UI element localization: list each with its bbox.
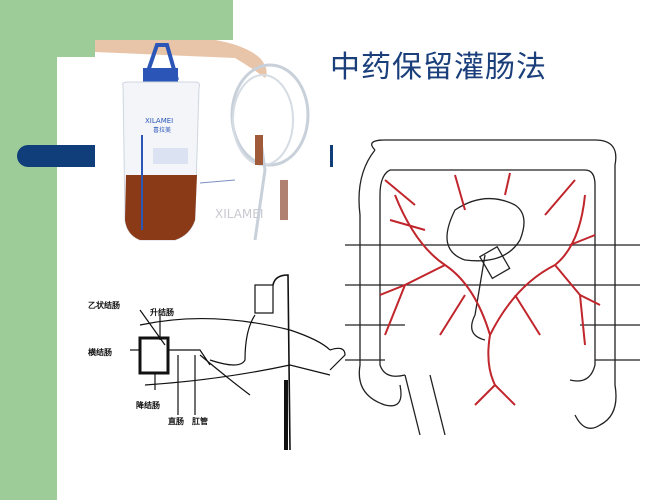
enema-position-diagram: 乙状结肠 升结肠 横结肠 降结肠 直肠 肛管 [60, 270, 350, 450]
decor-white-corner [57, 57, 97, 97]
brand-logo: XILAMEI [145, 117, 173, 125]
label-sigmoid-colon: 乙状结肠 [88, 301, 120, 310]
brand-logo-cn: 喜拉美 [153, 126, 171, 134]
colon-vessel-diagram [345, 135, 640, 440]
slide-title: 中药保留灌肠法 [330, 50, 547, 85]
label-transverse-colon: 横结肠 [88, 348, 112, 357]
brand-watermark: XILAMEI [215, 207, 263, 221]
label-ascending-colon: 升结肠 [150, 308, 174, 317]
decor-blue-bar-left [17, 145, 95, 167]
label-anal-tube: 肛管 [192, 417, 208, 426]
label-rectum: 直肠 [168, 417, 184, 426]
decor-green-left [0, 0, 57, 500]
enema-bag-photo: XILAMEI 喜拉美 XILAMEI [95, 40, 330, 245]
label-descending-colon: 降结肠 [136, 401, 160, 410]
